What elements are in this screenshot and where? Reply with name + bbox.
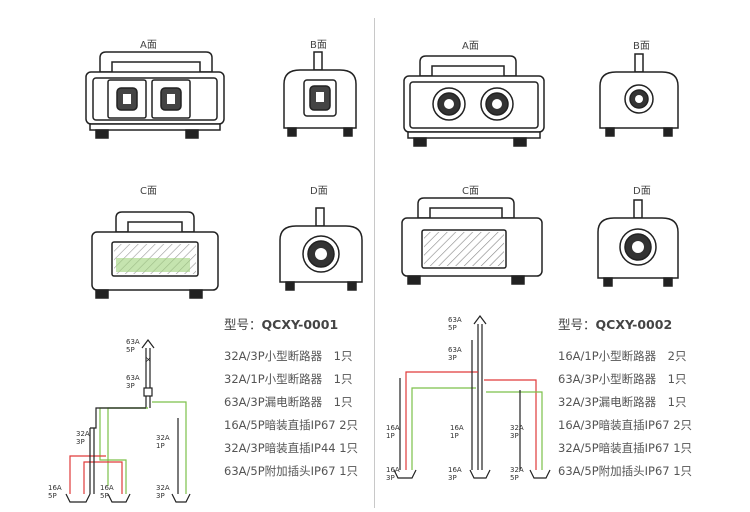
- left-b-face-label: B面: [310, 40, 327, 51]
- spec-item: 32A/3P漏电断路器 1只: [558, 395, 687, 409]
- spec-item: 32A/3P小型断路器 1只: [224, 349, 353, 363]
- left-c-face-label: C面: [140, 186, 157, 197]
- left-c-face-drawing: [91, 211, 219, 299]
- right-c-face-drawing: [401, 197, 543, 285]
- right-a-face-drawing: [403, 55, 545, 147]
- spec-item: 63A/3P漏电断路器 1只: [224, 395, 353, 409]
- right-d-face-label: D面: [633, 186, 651, 197]
- spec-item: 16A/1P小型断路器 2只: [558, 349, 687, 363]
- left-b-face-drawing: [283, 51, 357, 137]
- spec-item: 16A/3P暗装直插IP67 2只: [558, 418, 693, 432]
- right-c-face-label: C面: [462, 186, 479, 197]
- left-a-face-drawing: [85, 51, 225, 139]
- right-wiring-diagram: [393, 315, 551, 479]
- svg-text:×: ×: [145, 355, 152, 364]
- spec-item: 63A/5P附加插头IP67 1只: [224, 464, 359, 478]
- spec-item: 63A/5P附加插头IP67 1只: [558, 464, 693, 478]
- left-wiring-diagram: ×: [65, 339, 191, 503]
- spec-item: 32A/3P暗装直插IP44 1只: [224, 441, 359, 455]
- right-a-face-label: A面: [462, 41, 479, 52]
- left-a-face-label: A面: [140, 40, 157, 51]
- right-spec-list: 16A/1P小型断路器 2只 63A/3P小型断路器 1只 32A/3P漏电断路…: [558, 348, 692, 486]
- spec-item: 32A/1P小型断路器 1只: [224, 372, 353, 386]
- spec-item: 16A/5P暗装直插IP67 2只: [224, 418, 359, 432]
- left-d-face-drawing: [279, 207, 363, 291]
- spec-item: 63A/3P小型断路器 1只: [558, 372, 687, 386]
- right-d-face-drawing: [597, 199, 679, 287]
- left-model-title: 型号：QCXY-0001: [224, 317, 339, 332]
- right-b-face-drawing: [599, 53, 679, 137]
- left-d-face-label: D面: [310, 186, 328, 197]
- panel-divider: [374, 18, 375, 508]
- right-model-title: 型号：QCXY-0002: [558, 317, 673, 332]
- left-spec-list: 32A/3P小型断路器 1只 32A/1P小型断路器 1只 63A/3P漏电断路…: [224, 348, 358, 486]
- spec-item: 32A/5P暗装直插IP67 1只: [558, 441, 693, 455]
- right-b-face-label: B面: [633, 41, 650, 52]
